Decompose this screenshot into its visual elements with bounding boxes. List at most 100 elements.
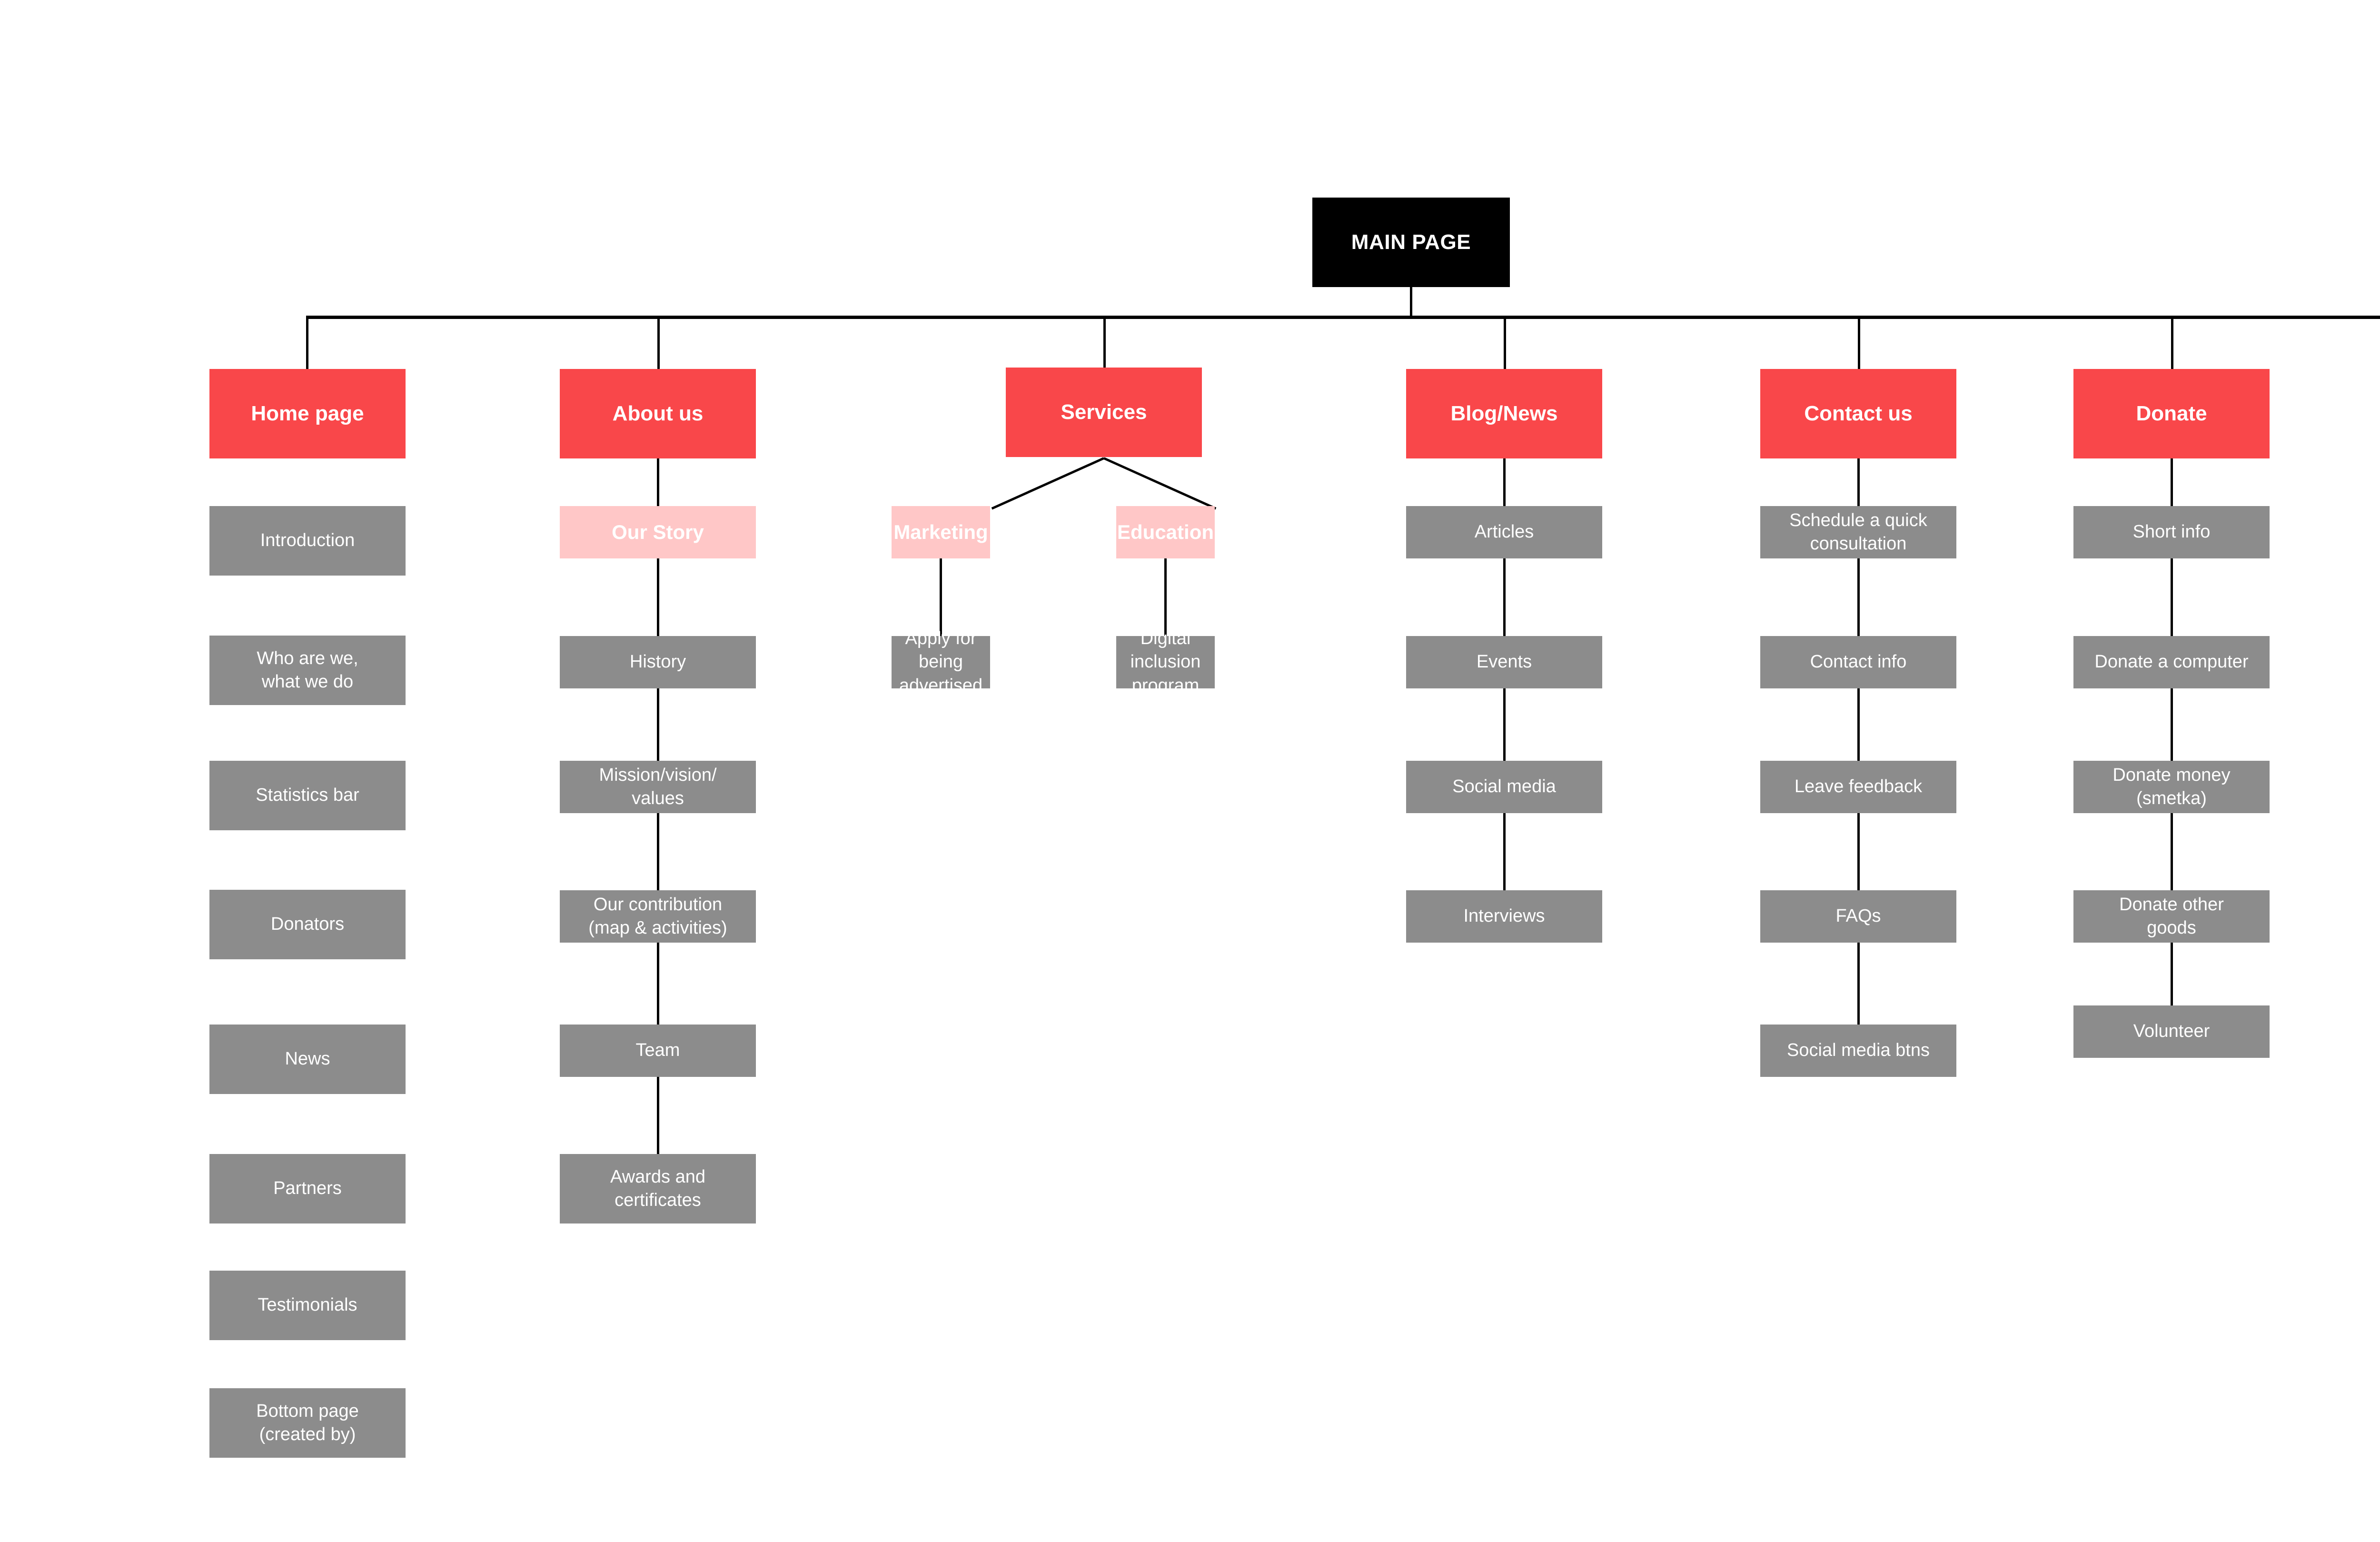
node-label: MAIN PAGE [1351,230,1471,254]
connector-contact-us-to-schedule [1857,458,1860,506]
connector-blog-news-to-articles [1503,458,1506,506]
node-label: Events [1476,652,1532,672]
connector-events-to-social-media [1503,688,1506,761]
node-donate-other-goods[interactable]: Donate other goods [2073,890,2270,943]
node-social-media[interactable]: Social media [1406,761,1602,813]
node-news[interactable]: News [209,1025,406,1094]
node-label: Bottom page (created by) [256,1401,359,1444]
node-label: Services [1061,400,1147,424]
connector-services-to-marketing [991,457,1105,510]
node-partners[interactable]: Partners [209,1154,406,1224]
node-label: Blog/News [1450,402,1558,426]
connector-drop-blog-news [1504,316,1506,369]
node-label: Leave feedback [1794,776,1923,797]
connector-donate-to-short-info [2171,458,2173,506]
node-label: About us [612,402,704,426]
node-short-info[interactable]: Short info [2073,506,2270,558]
connector-drop-about-us [657,316,660,369]
node-label: Volunteer [2133,1021,2210,1042]
connector-contact-info-to-leave-feedback [1857,688,1860,761]
node-about-us[interactable]: About us [560,369,756,458]
node-label: Partners [273,1178,342,1199]
node-label: Schedule a quick consultation [1789,510,1927,554]
node-team[interactable]: Team [560,1025,756,1077]
node-label: Who are we, what we do [257,648,358,692]
node-faqs[interactable]: FAQs [1760,890,1956,943]
node-label: History [629,652,686,672]
node-donate-a-computer[interactable]: Donate a computer [2073,636,2270,688]
node-donators[interactable]: Donators [209,890,406,959]
node-label: Home page [251,402,364,426]
connector-drop-donate [2171,316,2173,369]
node-contact-info[interactable]: Contact info [1760,636,1956,688]
node-interviews[interactable]: Interviews [1406,890,1602,943]
node-apply-for-being-advertised[interactable]: Apply for being advertised [892,628,990,696]
node-statistics-bar[interactable]: Statistics bar [209,761,406,830]
node-mission-vision-values[interactable]: Mission/vision/ values [560,761,756,813]
node-label: Donators [270,914,345,935]
node-events[interactable]: Events [1406,636,1602,688]
node-introduction[interactable]: Introduction [209,506,406,576]
connector-history-to-mission [657,688,659,761]
node-main-page[interactable]: MAIN PAGE [1312,198,1510,287]
node-donate-money-smetka[interactable]: Donate money (smetka) [2073,761,2270,813]
node-label: News [285,1049,330,1069]
node-testimonials[interactable]: Testimonials [209,1271,406,1340]
connector-team-to-awards [657,1077,659,1154]
connector-marketing-to-apply [940,558,942,636]
node-who-are-we-what-we-do[interactable]: Who are we, what we do [209,636,406,705]
connector-short-info-to-donate-a-computer [2171,558,2173,636]
node-our-contribution[interactable]: Our contribution (map & activities) [560,890,756,943]
node-donate[interactable]: Donate [2073,369,2270,458]
connector-root-stem [1410,287,1412,318]
node-marketing[interactable]: Marketing [892,506,990,558]
connector-drop-home-page [306,316,308,369]
node-label: Social media [1452,776,1556,797]
connector-contribution-to-team [657,943,659,1025]
connector-bus [307,316,2380,319]
node-label: Donate a computer [2094,652,2249,672]
node-label: Testimonials [258,1295,357,1315]
node-label: Articles [1474,522,1534,542]
node-label: Awards and certificates [610,1166,705,1210]
connector-schedule-to-contact-info [1857,558,1860,636]
node-digital-inclusion-program[interactable]: Digital inclusion program [1116,628,1215,696]
node-label: Our contribution (map & activities) [588,894,727,938]
connector-donate-money-to-donate-other-goods [2171,813,2173,890]
node-label: Apply for being advertised [899,628,983,696]
node-leave-feedback[interactable]: Leave feedback [1760,761,1956,813]
node-blog-news[interactable]: Blog/News [1406,369,1602,458]
node-label: Education [1117,520,1214,543]
node-schedule-a-quick-consultation[interactable]: Schedule a quick consultation [1760,506,1956,558]
node-bottom-page-created-by[interactable]: Bottom page (created by) [209,1388,406,1458]
node-label: Introduction [260,530,355,551]
node-label: Donate [2136,402,2207,426]
node-articles[interactable]: Articles [1406,506,1602,558]
node-services[interactable]: Services [1006,368,1202,457]
connector-services-to-education [1103,457,1217,510]
node-label: Donate other goods [2119,894,2224,938]
node-label: Interviews [1463,906,1545,926]
connector-articles-to-events [1503,558,1506,636]
connector-donate-other-goods-to-volunteer [2171,943,2173,1005]
node-education[interactable]: Education [1116,506,1215,558]
node-volunteer[interactable]: Volunteer [2073,1005,2270,1058]
node-label: Contact us [1804,402,1913,426]
connector-social-media-to-interviews [1503,813,1506,890]
connector-drop-contact-us [1858,316,1860,369]
node-social-media-btns[interactable]: Social media btns [1760,1025,1956,1077]
node-our-story[interactable]: Our Story [560,506,756,558]
node-label: Social media btns [1787,1040,1930,1061]
node-label: Contact info [1810,652,1907,672]
node-label: Team [635,1040,680,1061]
node-awards-and-certificates[interactable]: Awards and certificates [560,1154,756,1224]
node-label: Marketing [893,520,988,543]
connector-education-to-digital-inclusion [1164,558,1167,636]
node-history[interactable]: History [560,636,756,688]
node-contact-us[interactable]: Contact us [1760,369,1956,458]
node-home-page[interactable]: Home page [209,369,406,458]
node-label: Digital inclusion program [1130,628,1201,696]
node-label: Short info [2132,522,2211,542]
node-label: Our Story [612,520,704,543]
